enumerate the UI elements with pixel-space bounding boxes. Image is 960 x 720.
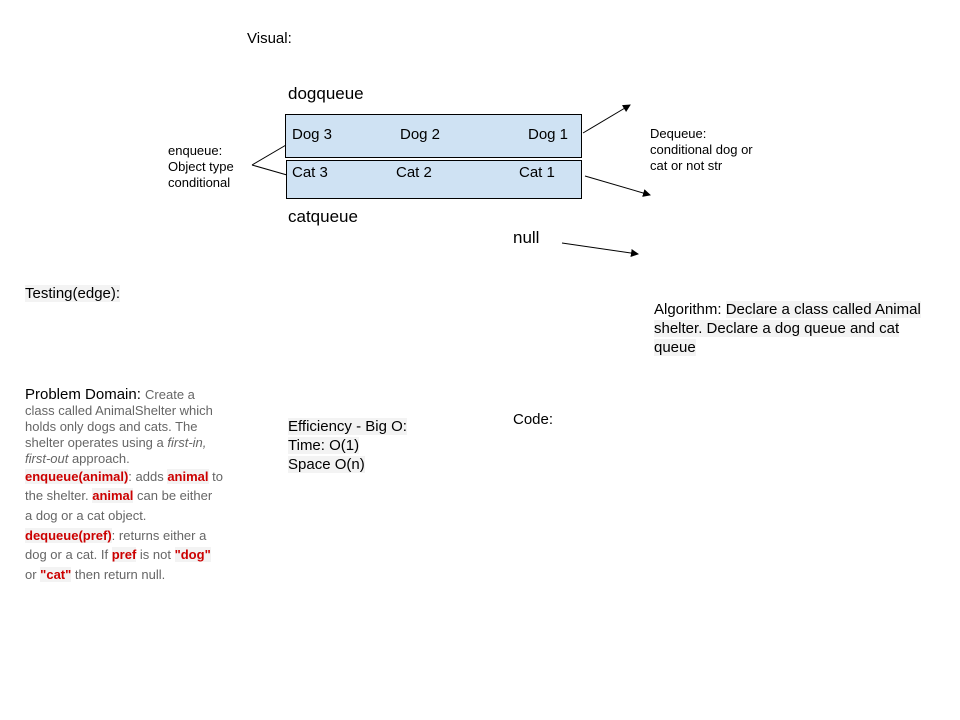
dequeue-note: Dequeue: conditional dog or cat or not s… xyxy=(650,126,753,173)
dogqueue-label: dogqueue xyxy=(288,84,364,103)
cat-node-3: Cat 3 xyxy=(292,164,328,181)
code-label: Code: xyxy=(513,411,554,428)
problem-domain: Problem Domain: Create a class called An… xyxy=(25,386,223,582)
dog-queue: Dog 3 Dog 2 Dog 1 xyxy=(285,114,582,158)
dequeue-arrow-dog xyxy=(582,104,631,134)
dog-node-1: Dog 1 xyxy=(528,126,569,143)
visual-label: Visual: xyxy=(247,30,292,47)
cat-node-1: Cat 1 xyxy=(519,164,555,181)
cat-node-2: Cat 2 xyxy=(396,164,432,181)
cat-queue: Cat 3 Cat 2 Cat 1 xyxy=(286,160,582,199)
testing-label: Testing(edge): xyxy=(25,285,121,302)
enqueue-note: enqueue: Object type conditional xyxy=(168,143,234,190)
algorithm-text: Algorithm: Declare a class called Animal… xyxy=(654,301,921,356)
catqueue-label: catqueue xyxy=(288,207,358,226)
null-label: null xyxy=(513,228,540,247)
dog-node-2: Dog 2 xyxy=(400,126,441,143)
null-arrow xyxy=(561,242,639,257)
dequeue-arrow-cat xyxy=(584,175,651,197)
efficiency-block: Efficiency - Big O: Time: O(1) Space O(n… xyxy=(288,418,407,473)
dog-node-3: Dog 3 xyxy=(292,126,333,143)
